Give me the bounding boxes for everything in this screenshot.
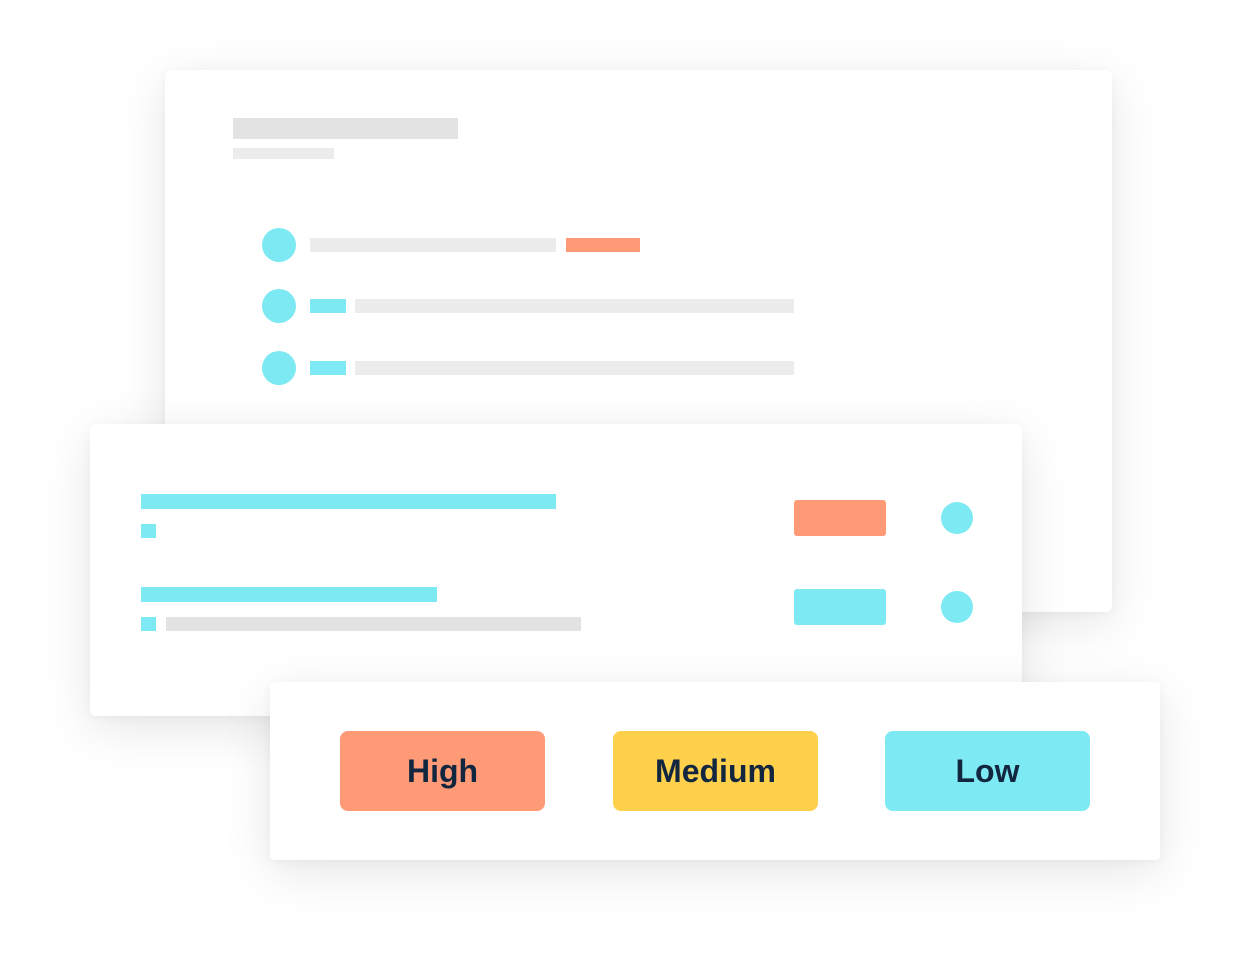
tag-placeholder (310, 299, 346, 313)
priority-high-label: High (406, 752, 479, 789)
priority-low-label: Low (955, 752, 1020, 789)
list-item (262, 351, 802, 385)
text-placeholder (355, 299, 794, 313)
task-meta-placeholder (141, 524, 156, 538)
task-list-card (90, 424, 1022, 716)
text-placeholder (355, 361, 794, 375)
title-placeholder (233, 118, 458, 139)
priority-high-button[interactable]: High (340, 731, 545, 811)
task-title-placeholder (141, 494, 556, 509)
list-item (262, 289, 802, 323)
priority-badge-placeholder (794, 500, 886, 536)
task-title-placeholder (141, 587, 437, 602)
assignee-dot (941, 502, 973, 534)
avatar-dot (262, 351, 296, 385)
tag-placeholder (310, 361, 346, 375)
priority-low-button[interactable]: Low (885, 731, 1090, 811)
assignee-dot (941, 591, 973, 623)
subtitle-placeholder (233, 148, 334, 159)
task-description-placeholder (166, 617, 581, 631)
list-item (262, 228, 762, 262)
priority-selector-card: High Medium Low (270, 682, 1160, 860)
priority-medium-label: Medium (655, 752, 776, 789)
text-placeholder (310, 238, 556, 252)
task-meta-placeholder (141, 617, 156, 631)
priority-badge-placeholder (794, 589, 886, 625)
avatar-dot (262, 228, 296, 262)
priority-tag-placeholder (566, 238, 640, 252)
avatar-dot (262, 289, 296, 323)
priority-medium-button[interactable]: Medium (613, 731, 818, 811)
